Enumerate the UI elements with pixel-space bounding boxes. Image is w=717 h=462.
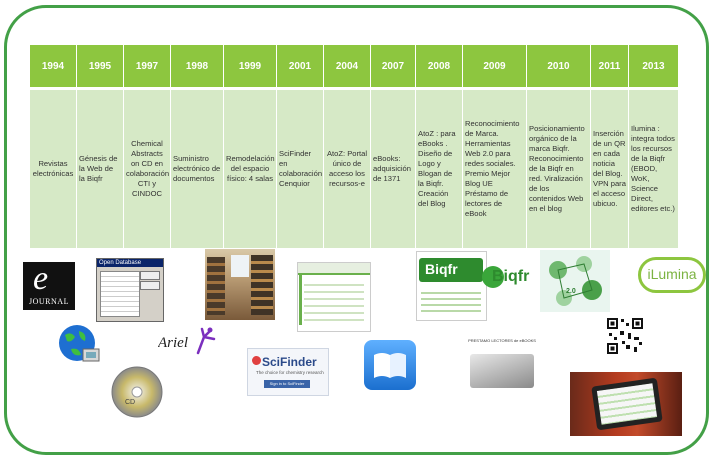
description-text: Ilumina : integra todos los recursos de … — [631, 124, 676, 214]
ejournal-image: e JOURNAL — [23, 262, 75, 310]
year-cell: 2004 — [324, 45, 371, 87]
description-text: Suministro electrónico de documentos — [173, 154, 221, 184]
ebook-icon — [364, 340, 416, 390]
year-cell: 2009 — [463, 45, 527, 87]
shelf-left — [207, 257, 225, 315]
shelf-right — [251, 255, 273, 315]
description-text: Posicionamiento orgánico de la marca Biq… — [529, 124, 588, 214]
description-cell: eBooks: adquisición de 1371 — [371, 90, 416, 248]
description-text: eBooks: adquisición de 1371 — [373, 154, 413, 184]
web20-label: 2.0 — [566, 288, 576, 295]
ilumina-text: iLumina — [641, 266, 703, 282]
dialog-button-1 — [140, 271, 160, 280]
description-text: Revistas electrónicas — [32, 159, 74, 179]
year-cell: 1997 — [124, 45, 171, 87]
atoz-header — [298, 263, 370, 275]
lending-heading: PRESTAMO LECTORES de eBOOKS — [464, 338, 540, 343]
scifinder-tagline: The choice for chemistry research — [256, 370, 324, 375]
description-cell: Génesis de la Web de la Biqfr — [77, 90, 124, 248]
year-cell: 1999 — [224, 45, 277, 87]
globe-icon — [57, 323, 101, 365]
tablet-hands-photo — [570, 372, 682, 436]
biqfr-web-logo: Biqfr — [482, 264, 540, 292]
description-cell: Chemical Abstracts on CD en colaboración… — [124, 90, 171, 248]
biqfr-blog-screenshot: Biqfr — [416, 251, 487, 321]
description-text: Génesis de la Web de la Biqfr — [79, 154, 121, 184]
atoz-sidebar — [299, 275, 302, 325]
description-text: Chemical Abstracts on CD en colaboración… — [126, 139, 168, 199]
year-cell: 1995 — [77, 45, 124, 87]
year-cell: 2001 — [277, 45, 324, 87]
library-room-photo — [205, 249, 275, 320]
description-cell: Revistas electrónicas — [30, 90, 77, 248]
ilumina-logo: iLumina — [638, 257, 706, 293]
scifinder-button: Sign in to SciFinder — [264, 380, 310, 388]
web20-network-graphic: 2.0 — [540, 250, 610, 312]
description-text: Inserción de un QR en cada noticia del B… — [593, 129, 626, 209]
biqfr-content — [421, 288, 481, 316]
description-text: AtoZ : para eBooks . Diseño de Logo y Bl… — [418, 129, 460, 209]
scifinder-mark — [252, 356, 261, 365]
description-cell: AtoZ: Portal único de acceso los recurso… — [324, 90, 371, 248]
description-cell: Posicionamiento orgánico de la marca Biq… — [527, 90, 591, 248]
scifinder-logo: SciFinder The choice for chemistry resea… — [247, 348, 329, 396]
biqfr-web-text: Biqfr — [492, 268, 529, 286]
dialog-button-2 — [140, 281, 160, 290]
cd-label: CD — [125, 399, 135, 406]
biqfr-banner-text: Biqfr — [425, 261, 458, 277]
ariel-logo: Ariel — [158, 327, 218, 357]
ejournal-e: e — [33, 262, 48, 298]
ejournal-label: JOURNAL — [23, 297, 75, 306]
year-cell: 2008 — [416, 45, 463, 87]
description-text: Reconocimiento de Marca. Herramientas We… — [465, 119, 524, 219]
description-text: SciFinder en colaboración Cenquior — [279, 149, 321, 189]
atoz-body — [304, 279, 364, 325]
year-cell: 1994 — [30, 45, 77, 87]
atoz-portal-screenshot — [297, 262, 371, 332]
description-cell: AtoZ : para eBooks . Diseño de Logo y Bl… — [416, 90, 463, 248]
description-cell: Ilumina : integra todos los recursos de … — [629, 90, 679, 248]
description-cell: Inserción de un QR en cada noticia del B… — [591, 90, 629, 248]
year-cell: 2011 — [591, 45, 629, 87]
lending-readers — [470, 354, 534, 388]
tablet-screen — [597, 383, 657, 424]
description-cell: Reconocimiento de Marca. Herramientas We… — [463, 90, 527, 248]
dialog-titlebar: Open Database — [97, 259, 163, 267]
dialog-list — [100, 271, 140, 317]
cd-disc-image: CD — [111, 366, 163, 418]
scifinder-name: SciFinder — [262, 355, 317, 369]
description-cell: Remodelación del espacio físico: 4 salas — [224, 90, 277, 248]
description-text: AtoZ: Portal único de acceso los recurso… — [326, 149, 368, 189]
year-cell: 2013 — [629, 45, 679, 87]
description-cell: SciFinder en colaboración Cenquior — [277, 90, 324, 248]
tablet-device — [591, 378, 662, 431]
window — [231, 255, 249, 277]
year-cell: 1998 — [171, 45, 224, 87]
qr-code-image — [606, 317, 644, 355]
open-database-dialog-image: Open Database — [96, 258, 164, 322]
year-cell: 2010 — [527, 45, 591, 87]
description-text: Remodelación del espacio físico: 4 salas — [226, 154, 274, 184]
description-cell: Suministro electrónico de documentos — [171, 90, 224, 248]
ebook-lending-document: PRESTAMO LECTORES de eBOOKS — [464, 338, 540, 392]
year-cell: 2007 — [371, 45, 416, 87]
